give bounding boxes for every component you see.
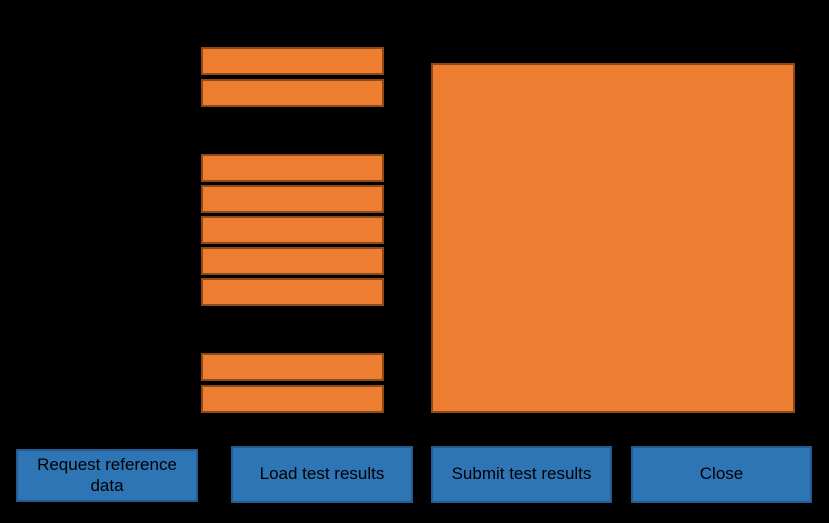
results-panel[interactable]	[431, 63, 795, 413]
input-field-bar[interactable]	[201, 47, 384, 75]
input-field-bar[interactable]	[201, 216, 384, 244]
load-test-results-button[interactable]: Load test results	[231, 446, 413, 503]
request-reference-data-label: Request reference data	[37, 454, 177, 495]
submit-test-results-button[interactable]: Submit test results	[431, 446, 612, 503]
close-button[interactable]: Close	[631, 446, 812, 503]
input-field-bar[interactable]	[201, 353, 384, 381]
input-field-bar[interactable]	[201, 385, 384, 413]
input-field-bar[interactable]	[201, 247, 384, 275]
request-reference-data-button[interactable]: Request reference data	[16, 449, 198, 502]
input-field-bar[interactable]	[201, 185, 384, 213]
input-field-bar[interactable]	[201, 79, 384, 107]
field-group-bottom	[201, 353, 384, 413]
close-label: Close	[699, 464, 744, 484]
field-group-middle	[201, 154, 384, 306]
submit-test-results-label: Submit test results	[451, 464, 592, 484]
load-test-results-label: Load test results	[259, 464, 385, 484]
field-group-top	[201, 47, 384, 107]
input-field-bar[interactable]	[201, 154, 384, 182]
input-field-bar[interactable]	[201, 278, 384, 306]
